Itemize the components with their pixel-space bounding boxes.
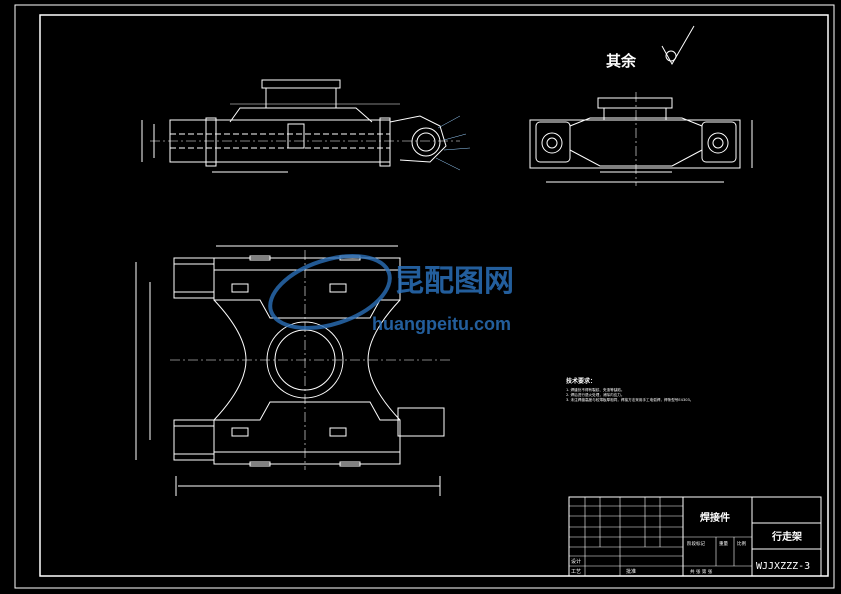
- title-block: [568, 496, 822, 577]
- title-block-approve-label: 批准: [626, 568, 636, 575]
- title-block-sheet-label: 共 张 第 张: [690, 568, 713, 575]
- tech-req-line-3: 3. 未注焊缝高度与较薄板厚相同，焊接方法采用手工电弧焊，焊条型号E4303。: [566, 397, 693, 402]
- tech-req-line-1: 1. 焊缝处不得有裂纹、夹渣等缺陷。: [566, 387, 624, 392]
- surface-finish-note: 其余: [606, 52, 637, 70]
- title-block-stage-label: 阶段标记: [687, 540, 705, 547]
- front-view-leaders: [435, 115, 471, 171]
- surface-finish-symbol: [661, 25, 695, 66]
- inner-border: [39, 14, 829, 577]
- watermark-logo-icon: [268, 254, 392, 330]
- title-block-weight-label: 重量: [719, 540, 728, 547]
- watermark-cn: 昆配图网: [394, 265, 514, 298]
- title-block-row-label-process: 工艺: [571, 569, 581, 575]
- side-view: [529, 92, 753, 186]
- tech-req-title: 技术要求：: [566, 377, 596, 385]
- title-block-part-name: 行走架: [771, 530, 802, 543]
- tech-req-line-2: 2. 焊后进行退火处理，消除内应力。: [566, 392, 624, 397]
- watermark: 昆配图网 huangpeitu.com: [268, 254, 514, 334]
- title-block-name: 焊接件: [700, 511, 730, 524]
- title-block-row-label-design: 设计: [571, 558, 581, 565]
- front-view: [141, 79, 460, 173]
- outer-border: [14, 4, 835, 589]
- plan-view: [135, 245, 450, 496]
- title-block-drawing-no: WJJXZZZ-3: [756, 561, 810, 572]
- watermark-en: huangpeitu.com: [372, 314, 511, 334]
- title-block-scale-label: 比例: [737, 540, 746, 547]
